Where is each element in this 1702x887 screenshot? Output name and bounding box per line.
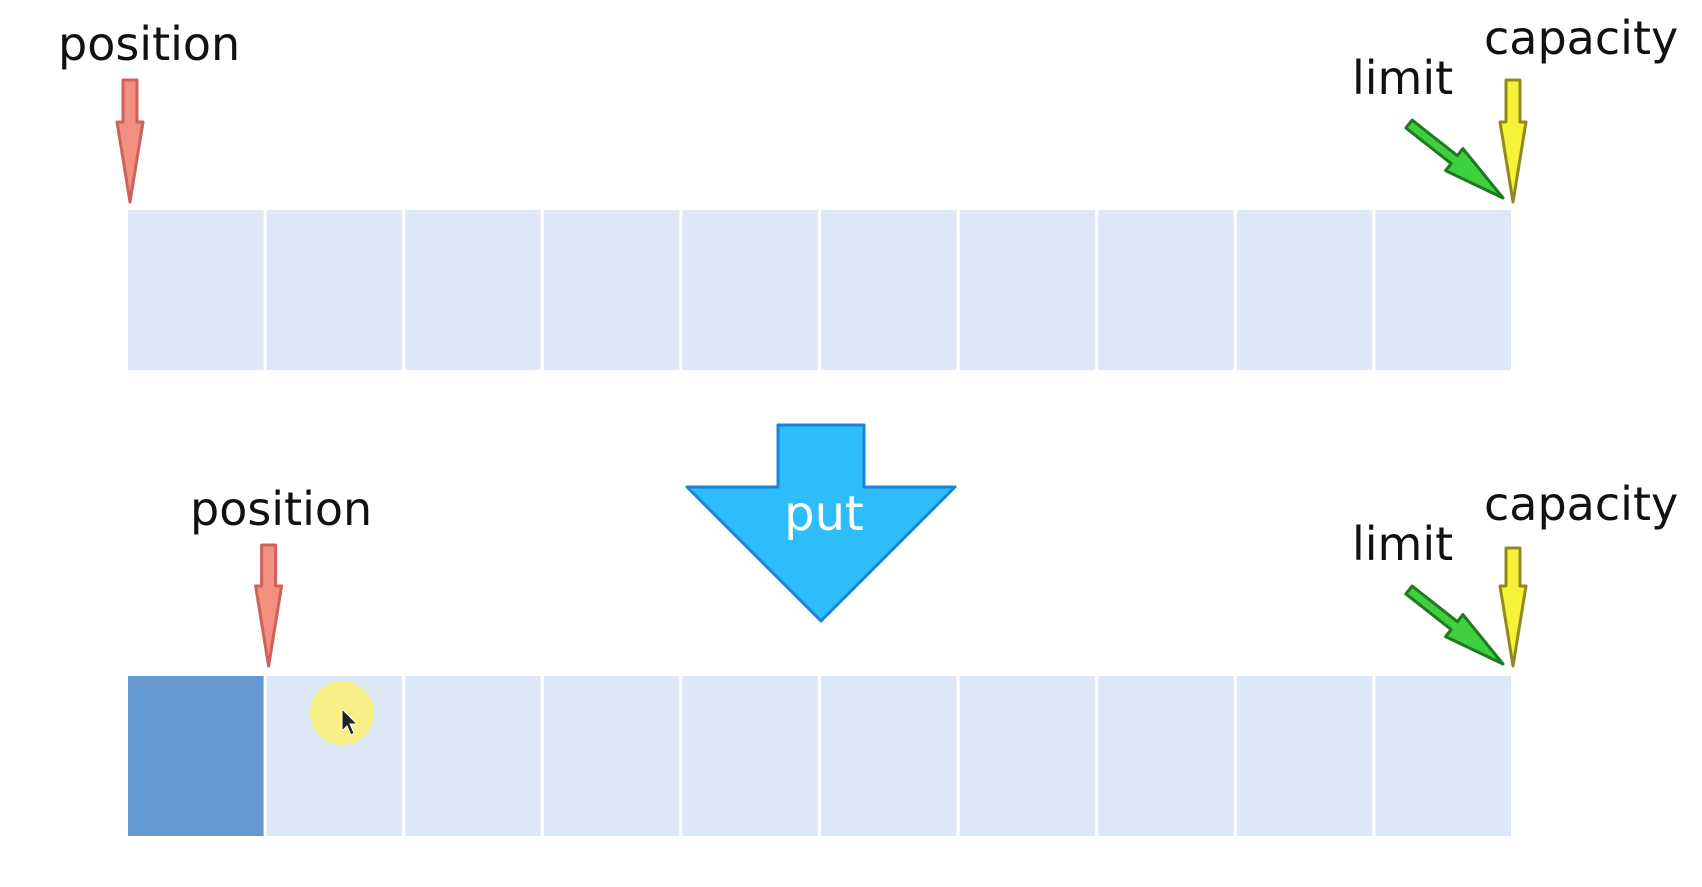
put-down-arrow-icon [685,423,957,623]
before-position-label: position [58,17,240,71]
before-cell-2 [266,210,403,370]
before-cell-7 [959,210,1096,370]
after-position-arrow-icon [254,543,284,668]
before-limit-label: limit [1352,51,1453,105]
after-cell-3 [405,676,541,836]
before-capacity-arrow-icon [1498,78,1528,204]
before-cell-5 [682,210,818,370]
before-buffer-cells [128,210,1511,370]
before-cell-4 [543,210,680,370]
before-cell-10 [1375,210,1511,370]
after-capacity-arrow-icon [1498,546,1528,668]
before-cell-9 [1236,210,1373,370]
after-cell-8 [1098,676,1234,836]
after-cell-5 [682,676,818,836]
before-cell-3 [405,210,541,370]
before-position-arrow-icon [115,78,145,204]
after-capacity-label: capacity [1484,477,1678,531]
after-cell-9 [1236,676,1373,836]
after-cell-7 [959,676,1096,836]
after-cell-10 [1375,676,1511,836]
after-buffer-cells [128,676,1511,836]
after-cell-6 [821,676,957,836]
before-capacity-label: capacity [1484,11,1678,65]
put-label: put [784,486,864,542]
before-cell-8 [1098,210,1234,370]
before-cell-6 [821,210,957,370]
after-cell-4 [543,676,680,836]
before-cell-1 [128,210,264,370]
mouse-pointer-icon [310,681,374,745]
after-position-label: position [190,482,372,536]
after-cell-1 [128,676,264,836]
after-limit-label: limit [1352,517,1453,571]
after-limit-arrow-icon [1404,584,1505,666]
before-limit-arrow-icon [1404,118,1505,200]
